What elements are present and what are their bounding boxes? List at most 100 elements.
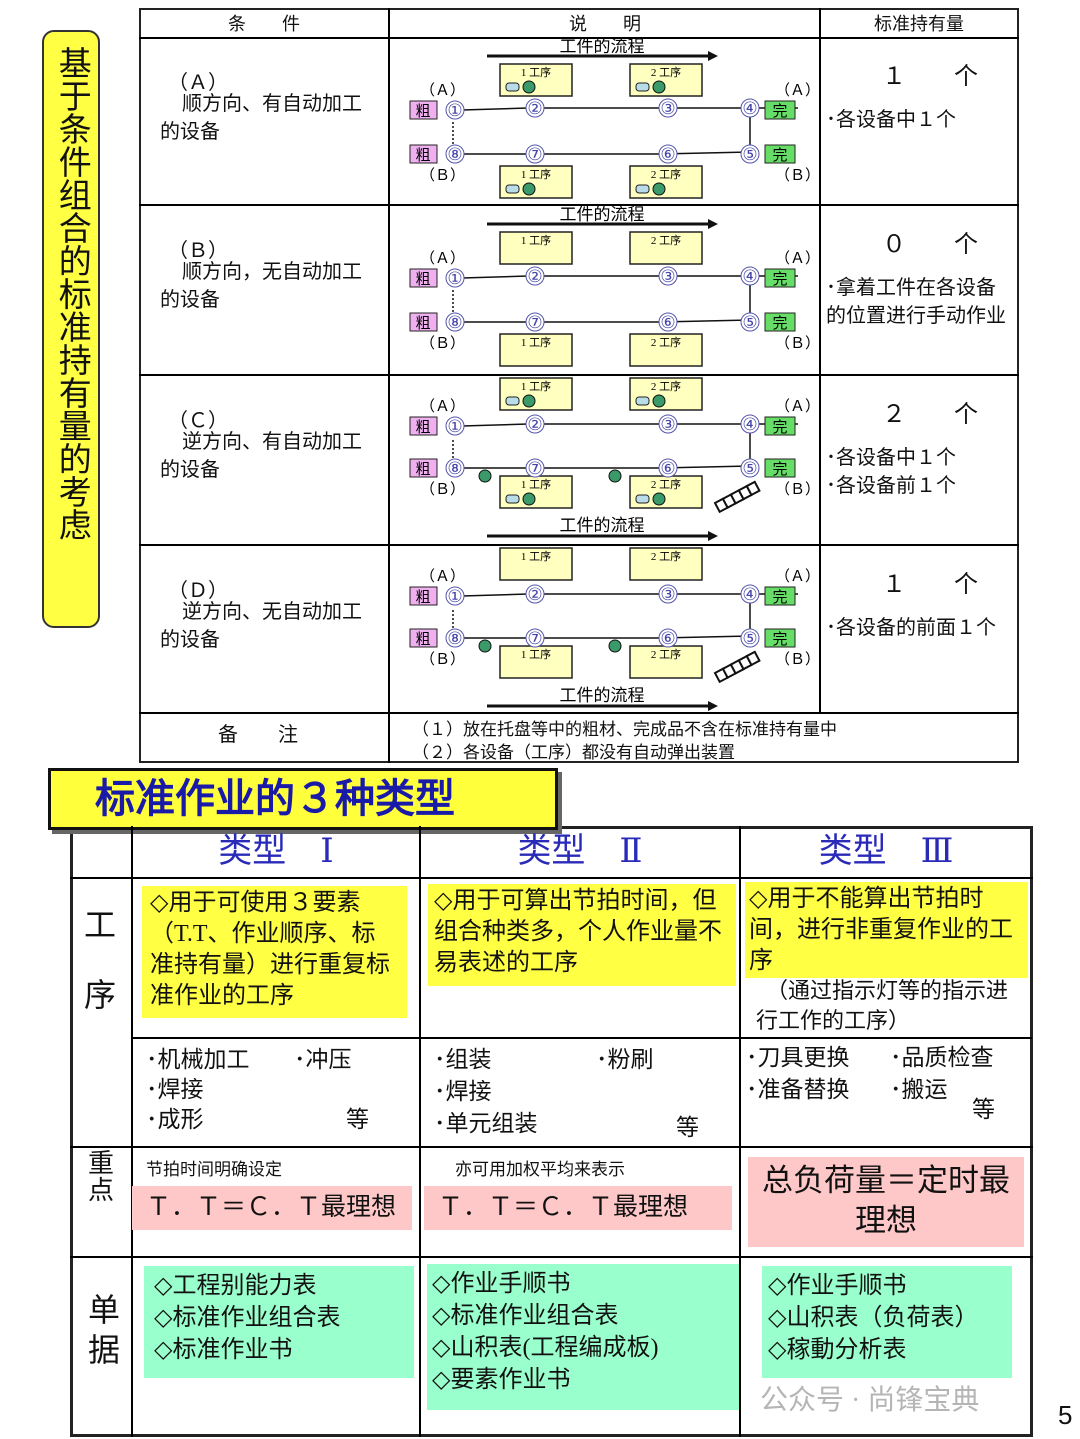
doc-item: ◇山积表(工程编成板)	[432, 1335, 659, 1361]
process-box	[629, 231, 703, 265]
station-number: ⑦	[527, 145, 542, 164]
flow-title: 工件的流程	[560, 206, 645, 224]
divider	[70, 877, 1033, 879]
station-number: ②	[527, 99, 542, 118]
station-circle	[658, 312, 678, 332]
label-a: （Ａ）	[420, 568, 465, 585]
raw-material-box	[409, 416, 438, 436]
docs-list: ◇作业手顺书◇标准作业组合表◇山积表(工程编成板)◇要素作业书	[432, 1268, 732, 1396]
part-icon	[522, 492, 536, 506]
process-box	[499, 231, 573, 265]
focus-note-2: 亦可用加权平均来表示	[455, 1160, 625, 1179]
example-item: ･准备替换	[746, 1077, 850, 1102]
flow-title: 工件的流程	[560, 686, 645, 705]
raw-label: 粗	[415, 461, 430, 478]
flow-title: 工件的流程	[560, 516, 645, 535]
station-number: ①	[447, 587, 462, 606]
focus-type-2: Ｔ．Ｔ＝Ｃ．Ｔ最理想	[424, 1186, 732, 1230]
station-circle	[525, 312, 545, 332]
station-circle	[445, 144, 465, 164]
condition-text: 逆方向、无自动加工的设备	[160, 601, 362, 651]
finished-box	[764, 458, 796, 478]
station-number: ②	[527, 585, 542, 604]
standard-qty: ０ 个	[882, 232, 978, 258]
part-icon	[652, 492, 666, 506]
type-3-header: 类型 Ⅲ	[818, 833, 954, 870]
finished-label: 完	[772, 589, 787, 606]
station-circle	[740, 144, 760, 164]
waiting-part-icon	[608, 639, 622, 653]
raw-label: 粗	[415, 271, 430, 288]
divider	[139, 712, 1019, 714]
process-label: 1 工序	[521, 167, 551, 181]
part-icon	[522, 182, 536, 196]
divider	[139, 374, 1019, 376]
finished-label: 完	[772, 631, 787, 648]
raw-label: 粗	[415, 103, 430, 120]
docs-list: ◇工程别能力表◇标准作业组合表◇标准作业书	[154, 1270, 412, 1366]
divider	[131, 826, 133, 1437]
remark-2: （２）各设备（工序）都没有自动弹出装置	[412, 743, 735, 762]
standard-qty: １ 个	[882, 64, 978, 90]
station-number: ②	[527, 415, 542, 434]
arrow-head-icon	[708, 531, 718, 541]
label-a: （Ａ）	[420, 250, 465, 267]
finished-label: 完	[772, 103, 787, 120]
pallet-icon	[713, 650, 761, 684]
flow-title: 工件的流程	[560, 38, 645, 56]
station-number: ①	[447, 101, 462, 120]
purpose-type-1: ◇用于可使用３要素（T.T、作业顺序、标准持有量）进行重复标准作业的工序	[142, 886, 407, 1018]
condition-id: （Ｂ）	[168, 240, 228, 262]
process-label: 2 工序	[651, 335, 681, 349]
station-number: ⑤	[742, 145, 757, 164]
part-icon	[652, 182, 666, 196]
process-label: 2 工序	[651, 549, 681, 563]
doc-item: ◇山积表（负荷表）	[768, 1305, 979, 1331]
raw-material-box	[409, 144, 438, 164]
page-number: 5	[1058, 1400, 1073, 1430]
station-circle	[525, 144, 545, 164]
station-circle	[740, 414, 760, 434]
raw-material-box	[409, 458, 438, 478]
station-number: ④	[742, 267, 757, 286]
station-number: ⑧	[447, 459, 462, 478]
divider	[419, 826, 421, 1437]
side-title-text: 基于条件组合的标准持有量的考虑	[53, 46, 90, 541]
process-box	[499, 333, 573, 367]
waiting-part-icon	[478, 639, 492, 653]
example-item: ･焊接	[434, 1079, 492, 1104]
label-a: （Ａ）	[775, 568, 820, 585]
station-circle	[658, 414, 678, 434]
process-label: 1 工序	[521, 647, 551, 661]
station-number: ②	[527, 267, 542, 286]
workpiece-icon	[505, 396, 520, 406]
finished-box	[764, 586, 796, 606]
station-circle	[525, 584, 545, 604]
section-banner: 标准作业的３种类型	[48, 768, 558, 830]
example-item: ･刀具更换	[746, 1045, 850, 1070]
example-item: ･机械加工	[146, 1047, 250, 1072]
docs-highlight	[762, 1266, 1012, 1378]
process-label: 1 工序	[521, 477, 551, 491]
docs-highlight	[427, 1264, 739, 1410]
station-circle	[740, 266, 760, 286]
station-circle	[740, 312, 760, 332]
standard-qty: １ 个	[882, 572, 978, 598]
arrow-head-icon	[708, 219, 718, 229]
station-circle	[658, 144, 678, 164]
station-number: ⑥	[660, 145, 675, 164]
raw-material-box	[409, 586, 438, 606]
raw-label: 粗	[415, 315, 430, 332]
process-label: 1 工序	[521, 549, 551, 563]
standard-qty: ２ 个	[882, 402, 978, 428]
station-circle	[658, 458, 678, 478]
process-box	[629, 547, 703, 581]
pallet-slot	[745, 480, 761, 497]
doc-item: ◇工程别能力表	[154, 1273, 317, 1299]
qty-note: ･拿着工件在各设备的位置进行手动作业	[826, 277, 1006, 327]
station-circle	[445, 312, 465, 332]
